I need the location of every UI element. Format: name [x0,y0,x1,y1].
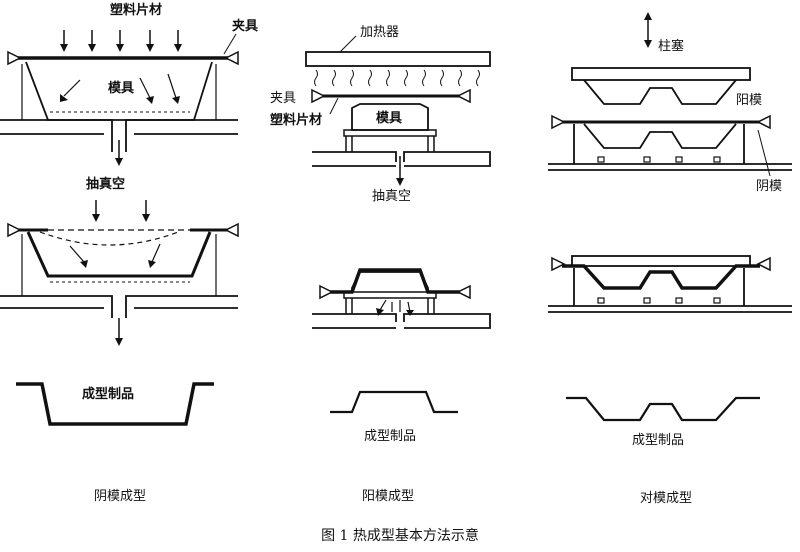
clamp-left [311,88,326,104]
female-mold-cavity [25,61,213,121]
formed-product [16,382,214,426]
clamp-left [319,284,334,300]
male-mold-step2 [312,268,491,329]
pressure-arrows [60,30,182,52]
heat-waves [314,69,480,87]
method-title-male: 阳模成型 [362,489,414,504]
sheet-label: 塑料片材 [110,2,162,18]
formed-sheet [562,264,760,290]
matched-mold-product: 成型制品 [566,396,760,448]
female-mold-label: 阴模 [756,179,782,194]
clamp-right [224,50,239,66]
method-title-female: 阴模成型 [94,489,146,504]
female-mold-step1: 塑料片材 夹具 模具 抽真空 [0,2,258,192]
clamp-label: 夹具 [270,91,296,106]
product-label: 成型制品 [364,429,416,444]
mold-frame [21,64,217,120]
method-title-matched: 对模成型 [640,491,692,506]
clamp-label: 夹具 [232,18,258,34]
platen [312,151,491,167]
vacuum-label: 抽真空 [372,189,411,204]
clamp-left [551,256,566,272]
male-mold [583,79,737,105]
female-mold-step2 [0,200,239,346]
product-label: 成型制品 [632,433,684,448]
clamp-left [7,50,22,66]
formed-sheet [330,268,460,294]
formed-product [330,390,458,414]
female-mold [583,123,737,149]
heater [305,51,491,67]
sheet-label: 塑料片材 [270,112,322,128]
figure-caption: 图 1 热成型基本方法示意 [321,527,479,544]
male-mold-product: 成型制品 [330,390,458,444]
male-mold-label: 阳模 [736,93,762,108]
clamp-left [7,222,22,238]
clamp-right [756,114,771,130]
mold-label: 模具 [376,110,402,126]
vacuum-label: 抽真空 [86,176,125,192]
platen [0,295,238,318]
mold-label: 模具 [108,80,134,96]
matched-mold-step2 [548,255,792,313]
clamp-right [224,222,239,238]
male-mold-step1: 加热器 夹具 塑料片材 模具 抽真空 [270,25,491,204]
product-label: 成型制品 [82,386,134,402]
clamp-left [551,114,566,130]
plunger-label: 柱塞 [658,38,684,54]
heater-label: 加热器 [360,25,399,40]
female-mold-product: 成型制品 [16,382,214,426]
formed-sheet [26,231,212,278]
clamp-right [756,256,771,272]
formed-product [566,396,760,422]
platen [312,313,491,329]
clamp-right [456,88,471,104]
male-mold-plate [571,67,751,81]
platen [0,119,238,152]
matched-mold-step1: 柱塞 阳模 阴模 [548,12,792,194]
airflow-arrows [60,73,180,104]
clamp-right [456,284,471,300]
